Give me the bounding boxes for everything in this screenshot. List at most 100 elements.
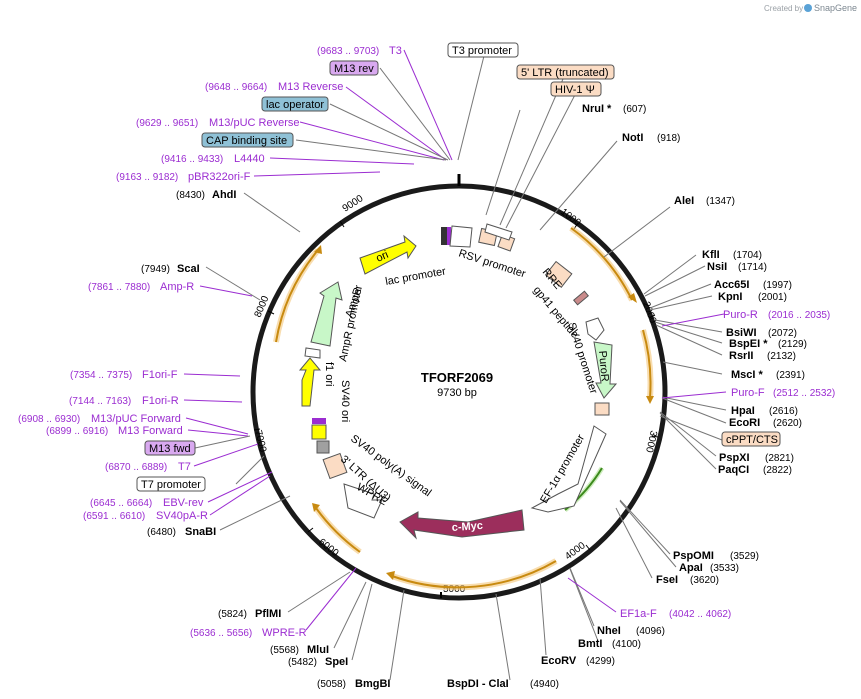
feature-rre <box>544 260 573 288</box>
enzyme-bspdi-clai: BspDI - ClaI <box>447 678 509 690</box>
enzyme-kpni: KpnI <box>718 291 742 303</box>
enzyme-noti: NotI <box>622 132 643 144</box>
primer-m13-forward-range: (6899 .. 6916) <box>46 426 108 437</box>
watermark-created-by: Created by <box>764 4 803 13</box>
primer-f1ori-f: F1ori-F <box>142 369 178 381</box>
primer-f1ori-r-range: (7144 .. 7163) <box>69 396 131 407</box>
enzyme-nsii: NsiI <box>707 261 727 273</box>
enzyme-bmti: BmtI <box>578 638 602 650</box>
primer-ebv-rev: EBV-rev <box>163 497 204 509</box>
box-t7-promoter: T7 promoter <box>141 479 201 491</box>
feature-label-f1-ori: f1 ori <box>323 362 335 386</box>
feature-rsv-promoter-arrow <box>484 223 513 241</box>
box-5ltr: 5' LTR (truncated) <box>521 67 608 79</box>
enzyme-fsei-pos: (3620) <box>690 575 719 586</box>
primer-sv40pa-r-range: (6591 .. 6610) <box>83 511 145 522</box>
primer-m13puc-reverse-range: (9629 .. 9651) <box>136 118 198 129</box>
feature-3ltr <box>322 452 348 480</box>
feature-cap-site <box>441 227 447 245</box>
tick-label-7000: 7000 <box>252 429 268 454</box>
enzyme-snabi: SnaBI <box>185 526 216 538</box>
primer-t7: T7 <box>178 461 191 473</box>
feature-label-rsv-promoter: RSV promoter <box>457 247 527 280</box>
enzyme-acc65i: Acc65I <box>714 279 749 291</box>
primer-m13-forward: M13 Forward <box>118 425 183 437</box>
primer-amp-r-range: (7861 .. 7880) <box>88 282 150 293</box>
primer-t3-range: (9683 .. 9703) <box>317 46 379 57</box>
primer-l4440: L4440 <box>234 153 265 165</box>
enzyme-ecorv: EcoRV <box>541 655 577 667</box>
enzyme-alei-pos: (1347) <box>706 196 735 207</box>
enzyme-kfli-pos: (1704) <box>733 250 762 261</box>
feature-label-puror: PuroR <box>596 350 611 382</box>
enzyme-msci-pos: (2391) <box>776 370 805 381</box>
leader-lines <box>183 49 727 681</box>
primer-t3: T3 <box>389 45 402 57</box>
enzyme-scai-pos: (7949) <box>141 264 170 275</box>
enzyme-kfli: KflI <box>702 249 720 261</box>
enzyme-bsiwi: BsiWI <box>726 327 757 339</box>
primer-l4440-range: (9416 .. 9433) <box>161 154 223 165</box>
enzyme-labels: NruI * (607) NotI (918) AleI (1347) KflI… <box>141 103 807 690</box>
enzyme-hpai-pos: (2616) <box>769 406 798 417</box>
enzyme-nrui: NruI * <box>582 103 612 115</box>
enzyme-mlui-pos: (5568) <box>270 645 299 656</box>
enzyme-fsei: FseI <box>656 574 678 586</box>
feature-f1ori-arrow <box>298 357 322 407</box>
box-cap-binding-site: CAP binding site <box>206 135 287 147</box>
box-t3-promoter: T3 promoter <box>452 45 512 57</box>
feature-cmyc-arrow <box>399 509 525 540</box>
snapgene-logo-icon <box>804 4 812 12</box>
box-hiv-psi: HIV-1 Ψ <box>555 84 595 96</box>
plasmid-size: 9730 bp <box>437 387 477 399</box>
enzyme-ecorv-pos: (4299) <box>586 656 615 667</box>
feature-label-ori: ori <box>374 249 390 265</box>
enzyme-ahdi: AhdI <box>212 189 236 201</box>
enzyme-kpni-pos: (2001) <box>758 292 787 303</box>
feature-cppt <box>594 402 610 416</box>
primer-puro-r: Puro-R <box>723 309 758 321</box>
feature-sv40-polya <box>316 440 330 454</box>
primer-pbr322ori-f: pBR322ori-F <box>188 171 251 183</box>
primer-m13-reverse-range: (9648 .. 9664) <box>205 82 267 93</box>
enzyme-rsrii-pos: (2132) <box>767 351 796 362</box>
feature-wpre <box>343 483 383 519</box>
primer-t7-range: (6870 .. 6889) <box>105 462 167 473</box>
enzyme-nrui-pos: (607) <box>623 104 646 115</box>
primer-wpre-r: WPRE-R <box>262 627 307 639</box>
enzyme-rsrii: RsrII <box>729 350 753 362</box>
enzyme-ecori: EcoRI <box>729 417 760 429</box>
feature-m13-fwd <box>312 418 326 424</box>
enzyme-bmgbi: BmgBI <box>355 678 390 690</box>
feature-gp41 <box>573 290 589 306</box>
enzyme-pspxi-pos: (2821) <box>765 453 794 464</box>
primer-pbr322ori-f-range: (9163 .. 9182) <box>116 172 178 183</box>
enzyme-nhei: NheI <box>597 625 621 637</box>
enzyme-pflmi-pos: (5824) <box>218 609 247 620</box>
enzyme-alei: AleI <box>674 195 694 207</box>
primer-ef1a-f: EF1a-F <box>620 608 657 620</box>
enzyme-scai: ScaI <box>177 263 200 275</box>
primer-m13puc-forward-range: (6908 .. 6930) <box>18 414 80 425</box>
enzyme-noti-pos: (918) <box>657 133 680 144</box>
enzyme-bspei-pos: (2129) <box>778 339 807 350</box>
enzyme-paqci-pos: (2822) <box>763 465 792 476</box>
primer-puro-f: Puro-F <box>731 387 765 399</box>
enzyme-bspei: BspEI * <box>729 338 768 350</box>
boxed-labels: T3 promoter M13 rev lac operator CAP bin… <box>136 42 781 492</box>
feature-shapes <box>298 223 618 540</box>
feature-label-cmyc: c-Myc <box>451 520 483 534</box>
primer-f1ori-r: F1ori-R <box>142 395 179 407</box>
primer-wpre-r-range: (5636 .. 5656) <box>190 628 252 639</box>
enzyme-bspdi-clai-pos: (4940) <box>530 679 559 690</box>
enzyme-apai: ApaI <box>679 562 703 574</box>
enzyme-spei: SpeI <box>325 656 348 668</box>
enzyme-nsii-pos: (1714) <box>738 262 767 273</box>
plasmid-name: TFORF2069 <box>421 370 493 385</box>
primer-f1ori-f-range: (7354 .. 7375) <box>70 370 132 381</box>
primer-puro-r-range: (2016 .. 2035) <box>768 310 830 321</box>
enzyme-msci: MscI * <box>731 369 764 381</box>
box-lac-operator: lac operator <box>266 99 324 111</box>
feature-sv40-promoter <box>585 317 605 341</box>
feature-label-lac-promoter: lac promoter <box>384 265 447 287</box>
